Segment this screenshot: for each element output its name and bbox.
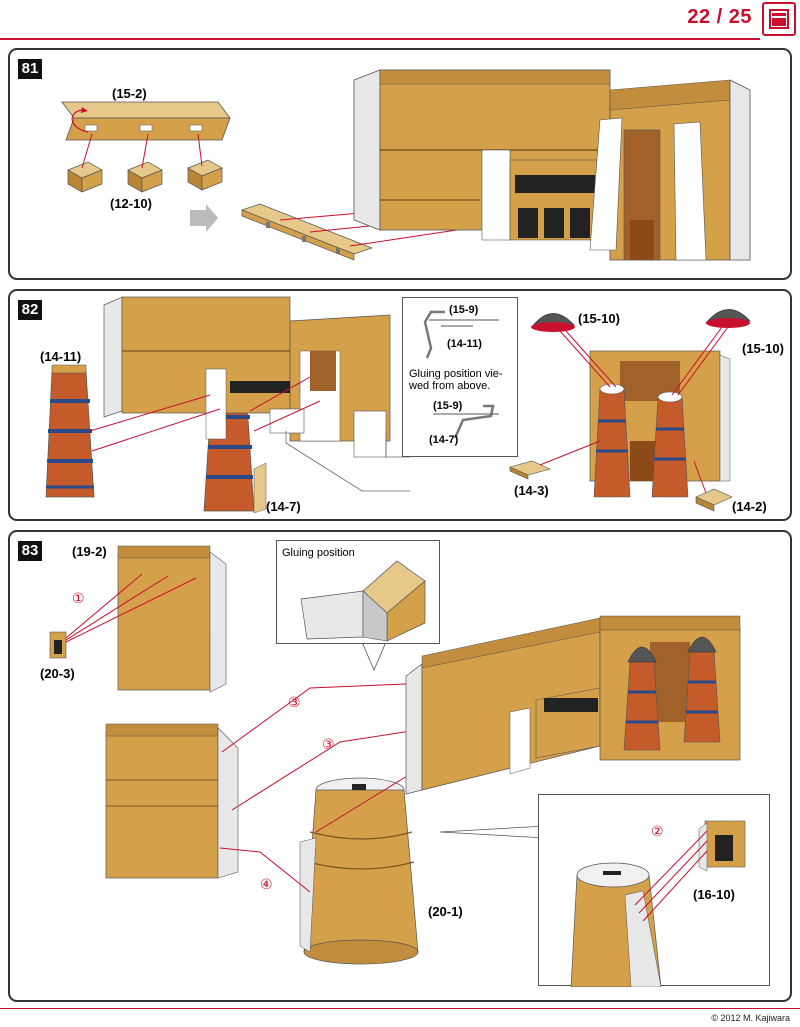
document-menu-icon: [769, 9, 789, 29]
gluing-position-caption: Gluing position: [282, 547, 355, 559]
step-81-illustration: [61, 69, 751, 261]
fort-wall-81: [353, 69, 751, 261]
step-81-panel: 81: [8, 48, 792, 280]
marker-1: ①: [72, 590, 85, 606]
fort-wall-82: [103, 296, 391, 458]
step-83-panel: 83: [8, 530, 792, 1002]
step-83-illustration: [49, 545, 741, 965]
label-12-10: (12-10): [110, 196, 152, 211]
gluing-position-inset: Gluing position: [276, 540, 440, 644]
step-82-illustration: [45, 296, 751, 514]
label-19-2: (19-2): [72, 544, 107, 559]
label-16-10: (16-10): [693, 887, 735, 902]
tower-14-11: [45, 364, 95, 498]
marker-3a: ③: [288, 694, 301, 710]
lower-left-wall: [105, 723, 239, 879]
menu-button[interactable]: [762, 2, 796, 36]
page-indicator: 22 / 25: [687, 6, 752, 28]
marker-2: ②: [651, 823, 664, 839]
gluing-diagram: [423, 310, 499, 439]
marker-4: ④: [260, 876, 273, 892]
inset-label-14-7: (14-7): [429, 434, 459, 446]
part-20-3: [49, 631, 67, 659]
fort-main-83: [405, 615, 741, 795]
footer-divider: [0, 1008, 800, 1009]
label-20-1: (20-1): [428, 904, 463, 919]
copyright-text: © 2012 M. Kajiwara: [711, 1013, 790, 1023]
dome-left-15-10: [531, 313, 575, 332]
part-15-2-strip: [61, 101, 231, 141]
part-14-2: [695, 488, 733, 512]
inset-label-15-9-bottom: (15-9): [433, 400, 463, 412]
part-19-2-wall: [117, 545, 227, 693]
step-number: 81: [18, 59, 42, 79]
label-14-2: (14-2): [732, 499, 767, 514]
dome-right-15-10: [705, 309, 751, 328]
step-number: 83: [18, 541, 42, 561]
label-20-3: (20-3): [40, 666, 75, 681]
label-15-10-right: (15-10): [742, 341, 784, 356]
label-15-10-left: (15-10): [578, 311, 620, 326]
fort-gate-82: [589, 350, 731, 498]
label-14-3: (14-3): [514, 483, 549, 498]
plank-piece: [240, 203, 374, 261]
label-14-11: (14-11): [40, 349, 82, 364]
tower-20-1: [299, 777, 419, 965]
inset-label-14-11: (14-11): [447, 338, 482, 350]
part-14-3: [509, 460, 551, 480]
inset-caption: Gluing position vie- wed from above.: [409, 368, 503, 392]
marker-3b: ③: [322, 736, 335, 752]
detail-diagram: [570, 820, 746, 987]
step-number: 82: [18, 300, 42, 320]
header-divider: [0, 38, 760, 40]
label-15-2: (15-2): [112, 86, 147, 101]
gluing-inset-82: (15-9) (14-11) Gluing position vie- wed …: [402, 297, 518, 457]
inset-label-15-9-top: (15-9): [449, 304, 479, 316]
gluing-position-diagram: [300, 560, 426, 642]
step-82-panel: 82: [8, 289, 792, 521]
detail-inset-83: ② (16-10): [538, 794, 770, 987]
label-14-7: (14-7): [266, 499, 301, 514]
part-12-10-blocks: [67, 159, 223, 193]
